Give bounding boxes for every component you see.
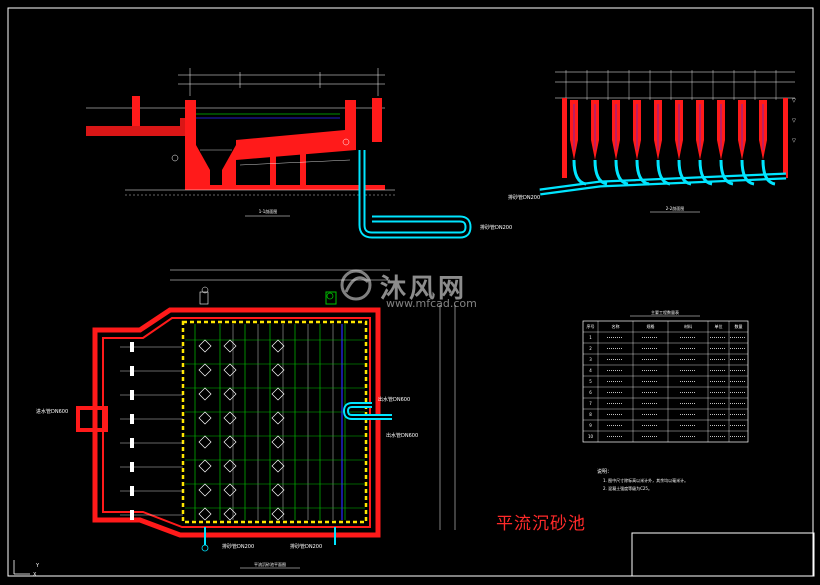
table-row-number: 4: [589, 368, 592, 373]
svg-text:▽: ▽: [792, 118, 796, 124]
svg-text:排砂管DN200: 排砂管DN200: [508, 194, 540, 201]
table-title: 主要工程数量表: [651, 309, 679, 315]
table-row-number: 8: [589, 412, 592, 417]
plan-caption: 平流沉砂池平面图: [254, 561, 286, 567]
section-1-1-caption: 1-1剖面图: [259, 208, 278, 214]
drawing-title: 平流沉砂池: [496, 514, 586, 534]
table-header-cell: 序号: [587, 323, 595, 329]
table-row-number: 9: [589, 423, 592, 428]
drawing-frame: [7, 7, 814, 577]
table-header-cell: 名称: [612, 323, 620, 329]
title-block: [631, 532, 815, 577]
mfcad-logo-icon: [340, 269, 372, 301]
svg-text:排砂管DN200: 排砂管DN200: [290, 543, 322, 550]
table-row-number: 7: [589, 401, 592, 406]
table-header-cell: 规格: [647, 323, 655, 329]
section-2-2-view: 排砂管DN200 2-2剖面图 ▽ ▽ ▽: [508, 70, 796, 213]
watermark-brand: 沐风网: [380, 274, 468, 304]
table-row-number: 5: [589, 379, 592, 384]
svg-text:排砂管DN200: 排砂管DN200: [480, 224, 512, 231]
table-row-number: 1: [589, 335, 592, 340]
table-header-cell: 数量: [735, 323, 743, 329]
table-header-cell: 单位: [715, 323, 723, 329]
svg-text:进水管DN600: 进水管DN600: [36, 408, 68, 415]
notes-block: 说明： 1. 图中尺寸除标高以米计外，其余均以毫米计。 2. 混凝土强度等级为C…: [597, 468, 688, 491]
table-row-number: 3: [589, 357, 592, 362]
table-header-cell: 材料: [684, 323, 692, 329]
svg-text:Y: Y: [35, 563, 40, 569]
note-line-2: 2. 混凝土强度等级为C25。: [603, 485, 652, 491]
plan-view: 出水管DN600 出水管DN600 进水管DN600 排砂管DN200 排砂管D…: [36, 269, 456, 569]
svg-text:▽: ▽: [792, 98, 796, 104]
svg-text:排砂管DN200: 排砂管DN200: [222, 543, 254, 550]
notes-heading: 说明：: [597, 468, 612, 475]
svg-text:X: X: [33, 572, 37, 578]
table-row-number: 2: [589, 346, 592, 351]
svg-text:▽: ▽: [792, 138, 796, 144]
svg-text:出水管DN600: 出水管DN600: [386, 432, 418, 439]
table-row-number: 10: [588, 434, 594, 439]
section-1-1-view: 排砂管DN200 1-1剖面图: [86, 68, 512, 239]
ucs-axis-icon: X Y: [13, 560, 40, 578]
quantity-table: 主要工程数量表 序号 名称 规格 材料 单位 数量 1 2 3 4 5 6 7 8 9 10: [582, 309, 749, 443]
note-line-1: 1. 图中尺寸除标高以米计外，其余均以毫米计。: [603, 477, 688, 483]
watermark-url: www.mfcad.com: [386, 297, 477, 310]
svg-text:出水管DN600: 出水管DN600: [378, 396, 410, 403]
table-row-number: 6: [589, 390, 592, 395]
section-2-2-caption: 2-2剖面图: [666, 205, 685, 211]
